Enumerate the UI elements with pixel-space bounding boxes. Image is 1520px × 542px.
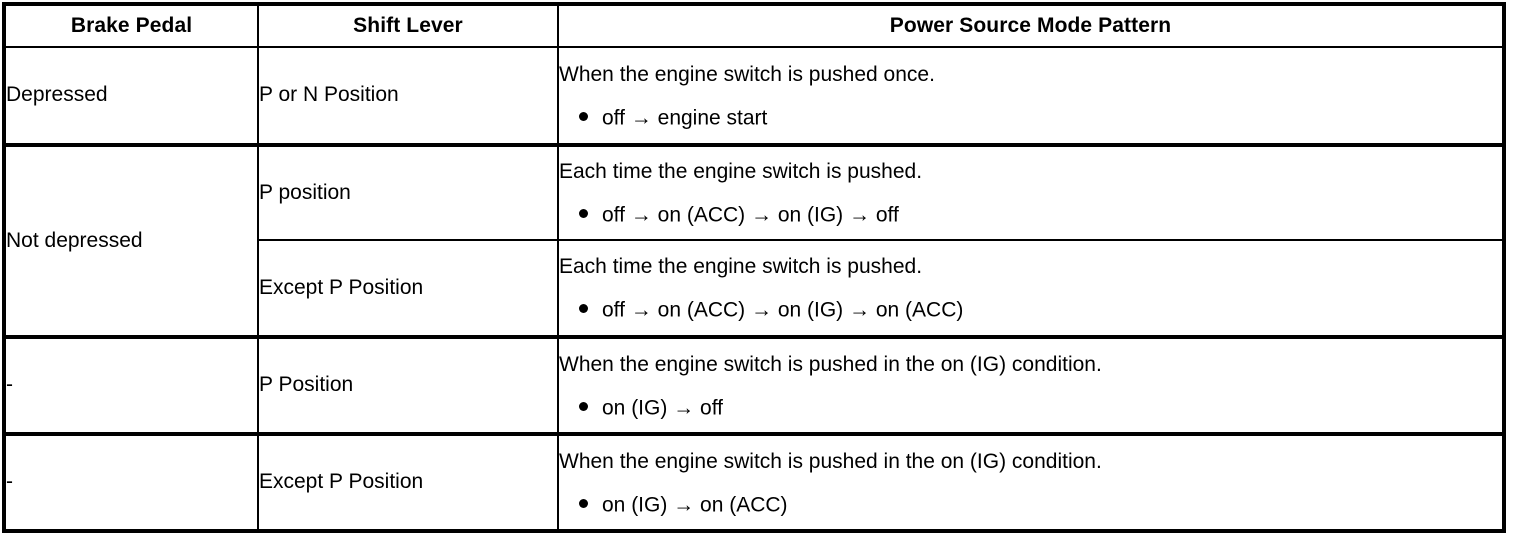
- table-header: Brake Pedal Shift Lever Power Source Mod…: [3, 3, 1505, 48]
- brake-pedal-value: Not depressed: [6, 228, 143, 252]
- cell-shift-lever-except-p-position-2: Except P Position: [257, 432, 559, 532]
- cell-pattern-row-3: Each time the engine switch is pushed. o…: [557, 239, 1505, 338]
- bullet-icon: [579, 209, 588, 219]
- cell-pattern-row-5: When the engine switch is pushed in the …: [557, 432, 1505, 532]
- power-source-mode-table: Brake Pedal Shift Lever Power Source Mod…: [2, 2, 1506, 533]
- header-row: Brake Pedal Shift Lever Power Source Mod…: [3, 3, 1505, 48]
- pattern-bullet-item: off → on (ACC) → on (IG) → on (ACC): [559, 298, 1502, 323]
- pattern-bullet-text: on (IG) → on (ACC): [602, 493, 788, 517]
- pattern-description: Each time the engine switch is pushed.: [559, 160, 923, 184]
- cell-shift-lever-p-position: P position: [257, 143, 559, 241]
- pattern-description: When the engine switch is pushed once.: [559, 62, 935, 86]
- shift-lever-value: P position: [259, 180, 351, 204]
- cell-shift-lever-p-or-n: P or N Position: [257, 46, 559, 146]
- cell-pattern-row-2: Each time the engine switch is pushed. o…: [557, 143, 1505, 241]
- cell-pattern-row-1: When the engine switch is pushed once. o…: [557, 46, 1505, 146]
- column-header-power-source-mode-pattern-label: Power Source Mode Pattern: [889, 14, 1172, 38]
- table-row: - P Position When the engine switch is p…: [3, 335, 1505, 435]
- pattern-description: When the engine switch is pushed in the …: [559, 352, 1102, 376]
- shift-lever-value: Except P Position: [259, 470, 424, 494]
- pattern-description: When the engine switch is pushed in the …: [559, 449, 1102, 473]
- pattern-bullet-text: off → on (ACC) → on (IG) → off: [602, 203, 899, 227]
- cell-shift-lever-except-p-position: Except P Position: [257, 239, 559, 338]
- shift-lever-value: P Position: [259, 373, 354, 397]
- pattern-bullet-item: on (IG) → on (ACC): [559, 493, 1502, 518]
- shift-lever-value: Except P Position: [259, 275, 424, 299]
- bullet-icon: [579, 498, 588, 508]
- column-header-shift-lever-label: Shift Lever: [353, 14, 463, 38]
- table-body: Depressed P or N Position When the engin…: [3, 46, 1505, 532]
- table-row: Except P Position Each time the engine s…: [4, 239, 1505, 338]
- pattern-bullet-item: off → engine start: [559, 106, 1502, 131]
- column-header-power-source-mode-pattern: Power Source Mode Pattern: [557, 3, 1505, 48]
- column-header-brake-pedal-label: Brake Pedal: [70, 14, 193, 38]
- cell-brake-pedal-none-1: -: [3, 335, 259, 435]
- cell-brake-pedal-depressed: Depressed: [3, 46, 259, 146]
- cell-pattern-row-4: When the engine switch is pushed in the …: [557, 335, 1505, 435]
- brake-pedal-value: -: [6, 470, 13, 494]
- column-header-shift-lever: Shift Lever: [257, 3, 559, 48]
- pattern-bullet-text: off → on (ACC) → on (IG) → on (ACC): [602, 298, 964, 322]
- pattern-bullet-text: on (IG) → off: [602, 396, 723, 420]
- bullet-icon: [579, 111, 588, 121]
- column-header-brake-pedal: Brake Pedal: [3, 3, 259, 48]
- table-row: Not depressed P position Each time the e…: [3, 143, 1505, 338]
- shift-lever-value: P or N Position: [259, 83, 399, 107]
- brake-pedal-value: Depressed: [6, 83, 108, 107]
- cell-brake-pedal-none-2: -: [3, 432, 259, 532]
- table-row: - Except P Position When the engine swit…: [3, 432, 1505, 532]
- bullet-icon: [579, 304, 588, 314]
- bullet-icon: [579, 401, 588, 411]
- pattern-bullet-item: off → on (ACC) → on (IG) → off: [559, 203, 1502, 228]
- cell-brake-pedal-not-depressed: Not depressed: [3, 143, 259, 338]
- pattern-bullet-item: on (IG) → off: [559, 396, 1502, 421]
- pattern-bullet-text: off → engine start: [602, 106, 768, 130]
- table-row: Depressed P or N Position When the engin…: [3, 46, 1505, 146]
- pattern-description: Each time the engine switch is pushed.: [559, 255, 923, 279]
- cell-shift-lever-p-position-2: P Position: [257, 335, 559, 435]
- brake-pedal-value: -: [6, 373, 13, 397]
